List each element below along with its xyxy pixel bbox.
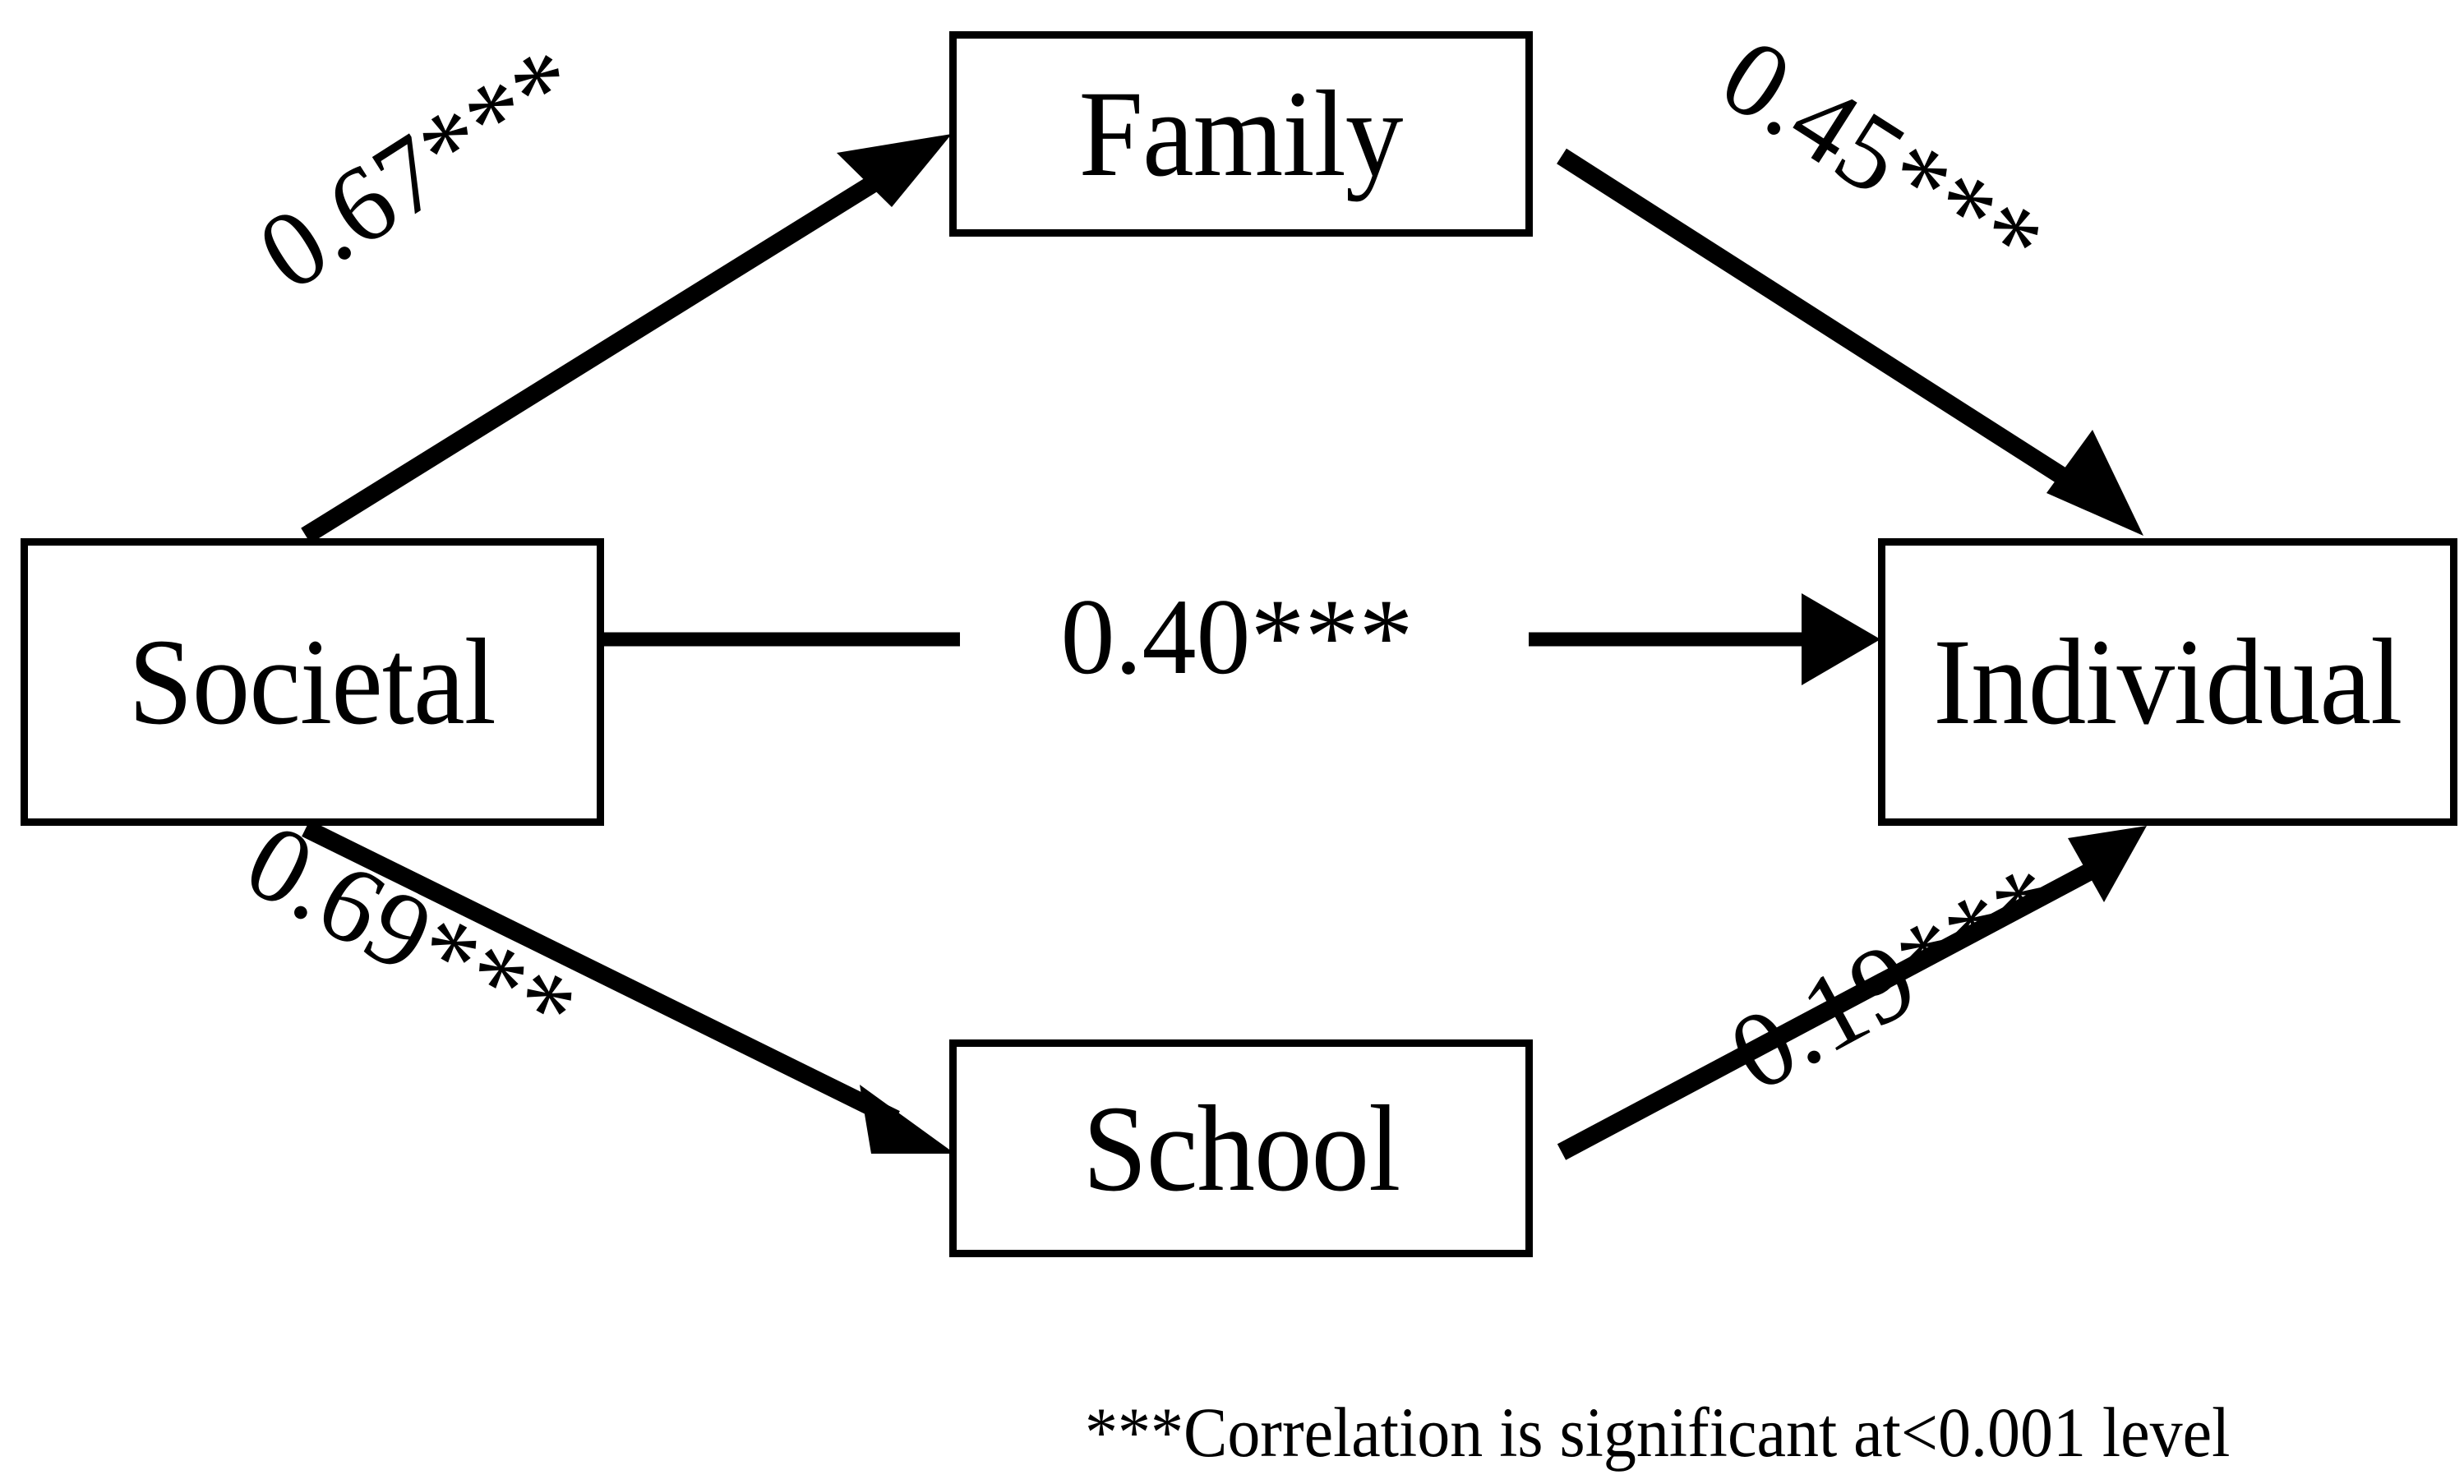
node-societal[interactable]: Societal xyxy=(21,538,604,826)
edge-label-societal-individual: 0.40*** xyxy=(974,567,1500,707)
node-individual[interactable]: Individual xyxy=(1878,538,2457,826)
edge-societal-school xyxy=(302,820,955,1154)
node-school-label: School xyxy=(1082,1080,1400,1217)
edge-school-individual xyxy=(1557,826,2147,1160)
node-family[interactable]: Family xyxy=(949,31,1533,237)
edge-family-individual xyxy=(1557,148,2143,536)
node-family-label: Family xyxy=(1079,66,1404,202)
significance-footnote: ***Correlation is significant at<0.001 l… xyxy=(1085,1393,2231,1472)
node-individual-label: Individual xyxy=(1933,614,2402,750)
edge-societal-family xyxy=(301,134,952,544)
edge-label-societal-individual-text: 0.40*** xyxy=(1060,576,1414,697)
edge-societal-individual xyxy=(604,593,1880,685)
node-societal-label: Societal xyxy=(128,614,497,750)
node-school[interactable]: School xyxy=(949,1039,1533,1257)
